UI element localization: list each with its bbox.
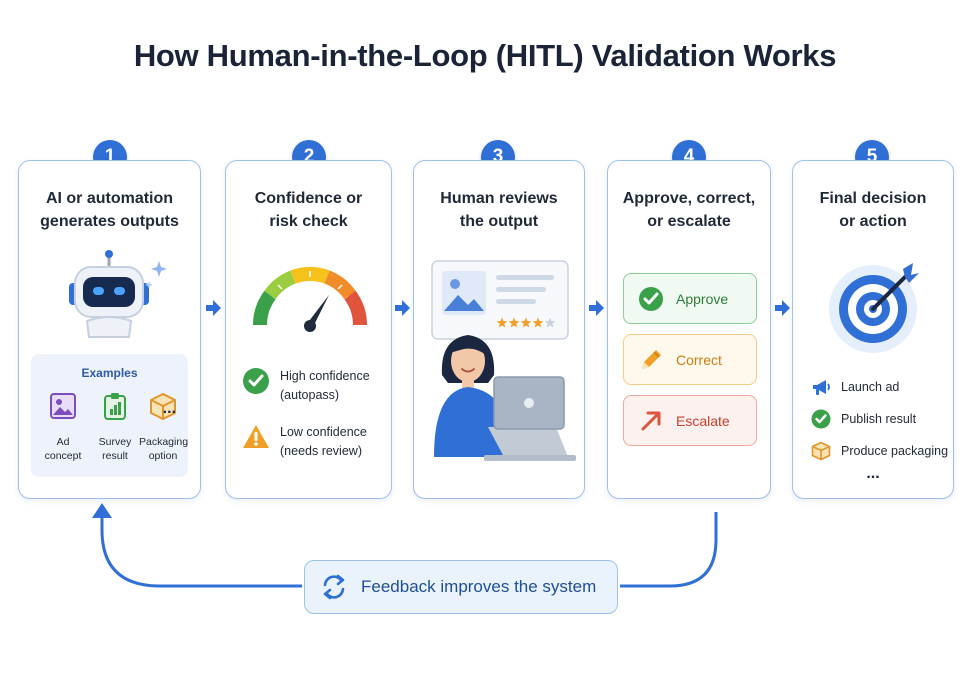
step-4-title: Approve, correct, or escalate xyxy=(622,190,756,230)
high-confidence-item: High confidence(autopass) xyxy=(242,367,370,405)
feedback-banner: Feedback improves the system xyxy=(304,560,618,614)
correct-button[interactable]: Correct xyxy=(623,334,757,385)
refresh-icon xyxy=(323,574,345,600)
rating-star-icon xyxy=(508,317,520,328)
clipboard-chart-icon xyxy=(104,393,126,420)
step-5-title: Final decision or action xyxy=(819,190,927,230)
approve-label: Approve xyxy=(676,290,729,307)
step-4-card: Approve, correct, or escalate Approve Co… xyxy=(607,160,771,499)
step-2-card: Confidence or risk check High confidence… xyxy=(225,160,392,499)
box-icon xyxy=(811,441,831,461)
page-title: How Human-in-the-Loop (HITL) Validation … xyxy=(133,38,837,73)
low-confidence-item: Low confidence(needs review) xyxy=(242,423,367,461)
step-2-title: Confidence or risk check xyxy=(254,190,363,230)
rating-star-icon xyxy=(532,317,544,328)
approve-button[interactable]: Approve xyxy=(623,273,757,324)
image-icon xyxy=(50,393,76,419)
arrow-up-right-icon xyxy=(641,411,661,430)
step-3-title: Human reviews the output xyxy=(440,190,558,230)
flow-arrow-2-icon xyxy=(395,300,410,316)
check-circle-icon xyxy=(243,368,269,394)
check-circle-icon xyxy=(639,286,663,311)
rating-star-icon xyxy=(544,317,556,328)
feedback-label: Feedback improves the system xyxy=(361,577,597,596)
outcome-produce-packaging: Produce packaging xyxy=(811,441,948,461)
flow-arrow-3-icon xyxy=(589,300,604,316)
gauge-icon xyxy=(253,267,367,332)
escalate-label: Escalate xyxy=(676,412,730,429)
warning-icon xyxy=(243,425,269,448)
target-icon xyxy=(829,263,919,353)
check-circle-icon xyxy=(811,409,831,429)
correct-label: Correct xyxy=(676,351,722,368)
rating-star-icon xyxy=(520,317,532,328)
rating-stars xyxy=(496,317,556,328)
step-3-card: Human reviews the output xyxy=(413,160,585,499)
flow-arrow-1-icon xyxy=(206,300,221,316)
megaphone-icon xyxy=(813,380,830,395)
pencil-icon xyxy=(642,349,661,369)
reviewer-illustration xyxy=(431,260,576,461)
examples-title: Examples xyxy=(81,366,138,380)
robot-icon xyxy=(69,250,167,338)
flow-arrow-4-icon xyxy=(775,300,790,316)
box-icon xyxy=(150,393,176,420)
step-1-title: AI or automation generates outputs xyxy=(40,190,179,230)
outcomes-more: ... xyxy=(866,465,880,482)
outcome-publish-result: Publish result xyxy=(811,409,916,429)
examples-more: ... xyxy=(162,400,176,417)
step-1-card: AI or automation generates outputs Examp… xyxy=(18,160,201,499)
outcome-launch-ad: Launch ad xyxy=(811,377,899,397)
step-5-card: Final decision or action Launch ad Publi… xyxy=(792,160,954,499)
rating-star-icon xyxy=(496,317,508,328)
escalate-button[interactable]: Escalate xyxy=(623,395,757,446)
